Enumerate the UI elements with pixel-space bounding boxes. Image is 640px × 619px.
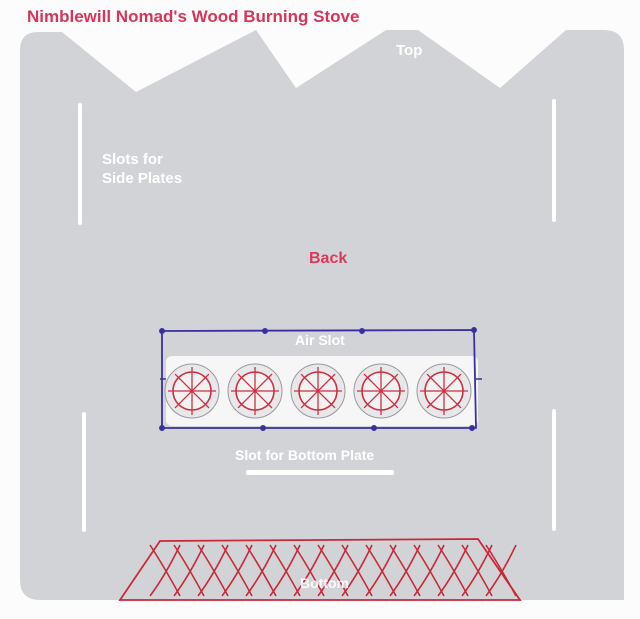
label-bottom: Bottom	[300, 575, 349, 591]
air-hole	[164, 363, 220, 419]
bottom-hatch-area	[118, 538, 522, 601]
air-hole	[227, 363, 283, 419]
label-slots-side-plates: Slots for Side Plates	[102, 151, 183, 187]
air-hole	[290, 363, 346, 419]
air-holes	[164, 363, 472, 419]
side-slot-right-lower	[552, 409, 556, 531]
air-slot-outline	[161, 329, 477, 429]
air-hole	[353, 363, 409, 419]
diagram-title: Nimblewill Nomad's Wood Burning Stove	[27, 7, 360, 26]
back-plate	[20, 30, 624, 600]
label-top: Top	[396, 42, 423, 59]
label-slot-bottom-plate: Slot for Bottom Plate	[235, 447, 375, 463]
label-air-slot: Air Slot	[295, 332, 345, 348]
side-slot-left-lower	[82, 412, 86, 532]
air-hole	[416, 363, 472, 419]
bottom-plate-slot	[246, 470, 394, 475]
side-slot-left-upper	[78, 103, 82, 225]
outline-tick-marks	[159, 327, 482, 431]
label-back: Back	[309, 250, 348, 267]
side-slot-right-upper	[552, 99, 556, 222]
